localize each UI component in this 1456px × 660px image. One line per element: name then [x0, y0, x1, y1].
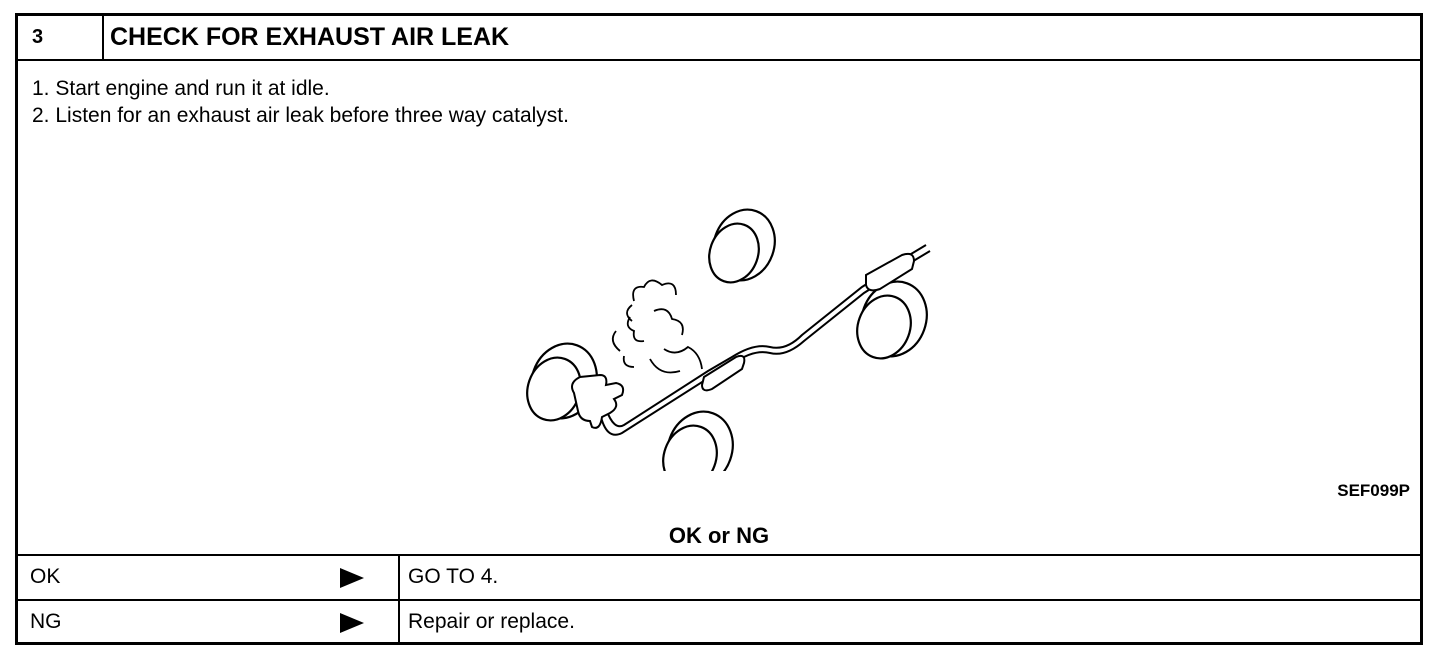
arrow-right-icon: [340, 613, 364, 633]
catalyst-icon: [700, 354, 746, 392]
check-label: OK or NG: [668, 523, 770, 548]
figure-code: SEF099P: [1337, 481, 1410, 500]
result-label: NG: [30, 610, 62, 633]
instruction-item: 1. Start engine and run it at idle.: [32, 77, 330, 100]
wheel-icon: [662, 410, 734, 471]
result-label: OK: [30, 565, 61, 588]
result-row: OK GO TO 4.: [18, 554, 1420, 599]
hand-icon: [571, 373, 625, 429]
exhaust-system-illustration: [526, 208, 931, 471]
result-action: Repair or replace.: [398, 601, 575, 642]
arrow-right-icon: [340, 568, 364, 588]
muffler-icon: [865, 252, 916, 292]
wheel-icon: [856, 280, 928, 360]
result-row: NG Repair or replace.: [18, 599, 1420, 642]
smoke-cloud-icon: [611, 279, 703, 374]
result-action: GO TO 4.: [398, 556, 498, 599]
instruction-list: 1. Start engine and run it at idle. 2. L…: [32, 75, 569, 129]
step-header: 3 CHECK FOR EXHAUST AIR LEAK: [18, 16, 1420, 61]
instruction-item: 2. Listen for an exhaust air leak before…: [32, 104, 569, 127]
procedure-table: 3 CHECK FOR EXHAUST AIR LEAK 1. Start en…: [15, 13, 1423, 645]
step-body: 1. Start engine and run it at idle. 2. L…: [18, 61, 1420, 554]
step-title: CHECK FOR EXHAUST AIR LEAK: [110, 23, 510, 51]
wheel-icon: [708, 208, 776, 284]
step-number: 3: [18, 16, 104, 59]
